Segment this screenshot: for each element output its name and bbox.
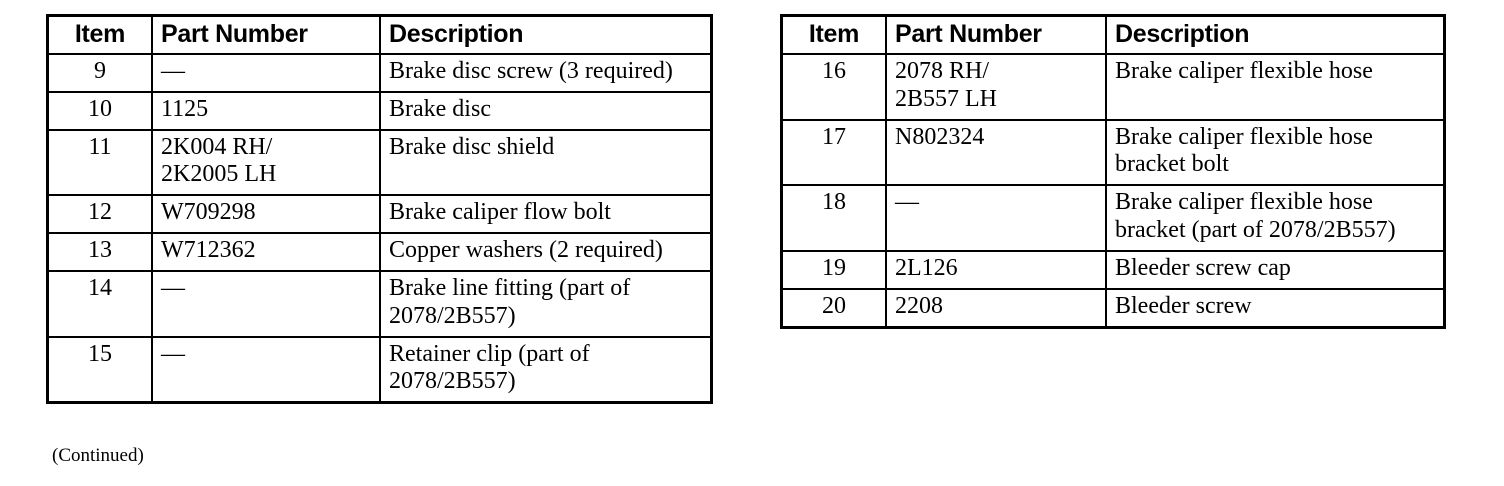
cell-item: 12	[46, 194, 153, 235]
cell-part-number: —	[151, 269, 381, 338]
table-row: 14—Brake line fitting (part of 2078/2B55…	[46, 269, 713, 338]
cell-part-number: 1125	[151, 90, 381, 131]
cell-item: 9	[46, 53, 153, 93]
cell-item: 18	[780, 184, 887, 252]
parts-table-left: Item Part Number Description 9—Brake dis…	[46, 14, 713, 405]
table-header-left: Item Part Number Description	[46, 14, 713, 55]
cell-description: Brake disc shield	[379, 128, 713, 197]
column-header-item: Item	[46, 14, 153, 55]
cell-item: 19	[780, 249, 887, 290]
cell-part-number: 2L126	[885, 249, 1107, 290]
cell-description: Brake caliper flexible hose bracket bolt	[1105, 118, 1446, 187]
cell-description: Brake line fitting (part of 2078/2B557)	[379, 269, 713, 338]
cell-description: Bleeder screw	[1105, 287, 1446, 329]
cell-item: 16	[780, 53, 887, 121]
cell-part-number: —	[885, 184, 1107, 252]
column-header-part-number: Part Number	[151, 14, 381, 55]
cell-description: Brake disc screw (3 required)	[379, 53, 713, 93]
cell-description: Retainer clip (part of 2078/2B557)	[379, 335, 713, 404]
cell-item: 20	[780, 287, 887, 329]
table-header-right: Item Part Number Description	[780, 14, 1446, 55]
cell-description: Brake caliper flow bolt	[379, 194, 713, 235]
cell-part-number: —	[151, 53, 381, 93]
cell-item: 15	[46, 335, 153, 404]
cell-part-number: 2K004 RH/ 2K2005 LH	[151, 128, 381, 197]
table-row: 9—Brake disc screw (3 required)	[46, 53, 713, 93]
cell-description: Bleeder screw cap	[1105, 249, 1446, 290]
cell-part-number: 2208	[885, 287, 1107, 329]
cell-part-number: —	[151, 335, 381, 404]
column-header-item: Item	[780, 14, 887, 55]
cell-item: 13	[46, 232, 153, 272]
table-row: 15—Retainer clip (part of 2078/2B557)	[46, 335, 713, 404]
table-row: 18—Brake caliper flexible hose bracket (…	[780, 184, 1446, 252]
cell-part-number: N802324	[885, 118, 1107, 187]
column-header-part-number: Part Number	[885, 14, 1107, 55]
column-header-description: Description	[379, 14, 713, 55]
header-row: Item Part Number Description	[780, 14, 1446, 55]
cell-item: 14	[46, 269, 153, 338]
cell-item: 17	[780, 118, 887, 187]
continued-note: (Continued)	[52, 445, 144, 466]
cell-description: Brake caliper flexible hose	[1105, 53, 1446, 121]
column-header-description: Description	[1105, 14, 1446, 55]
cell-description: Brake caliper flexible hose bracket (par…	[1105, 184, 1446, 252]
cell-part-number: W709298	[151, 194, 381, 235]
cell-part-number: 2078 RH/ 2B557 LH	[885, 53, 1107, 121]
cell-part-number: W712362	[151, 232, 381, 272]
cell-description: Brake disc	[379, 90, 713, 131]
cell-item: 10	[46, 90, 153, 131]
cell-description: Copper washers (2 required)	[379, 232, 713, 272]
header-row: Item Part Number Description	[46, 14, 713, 55]
cell-item: 11	[46, 128, 153, 197]
